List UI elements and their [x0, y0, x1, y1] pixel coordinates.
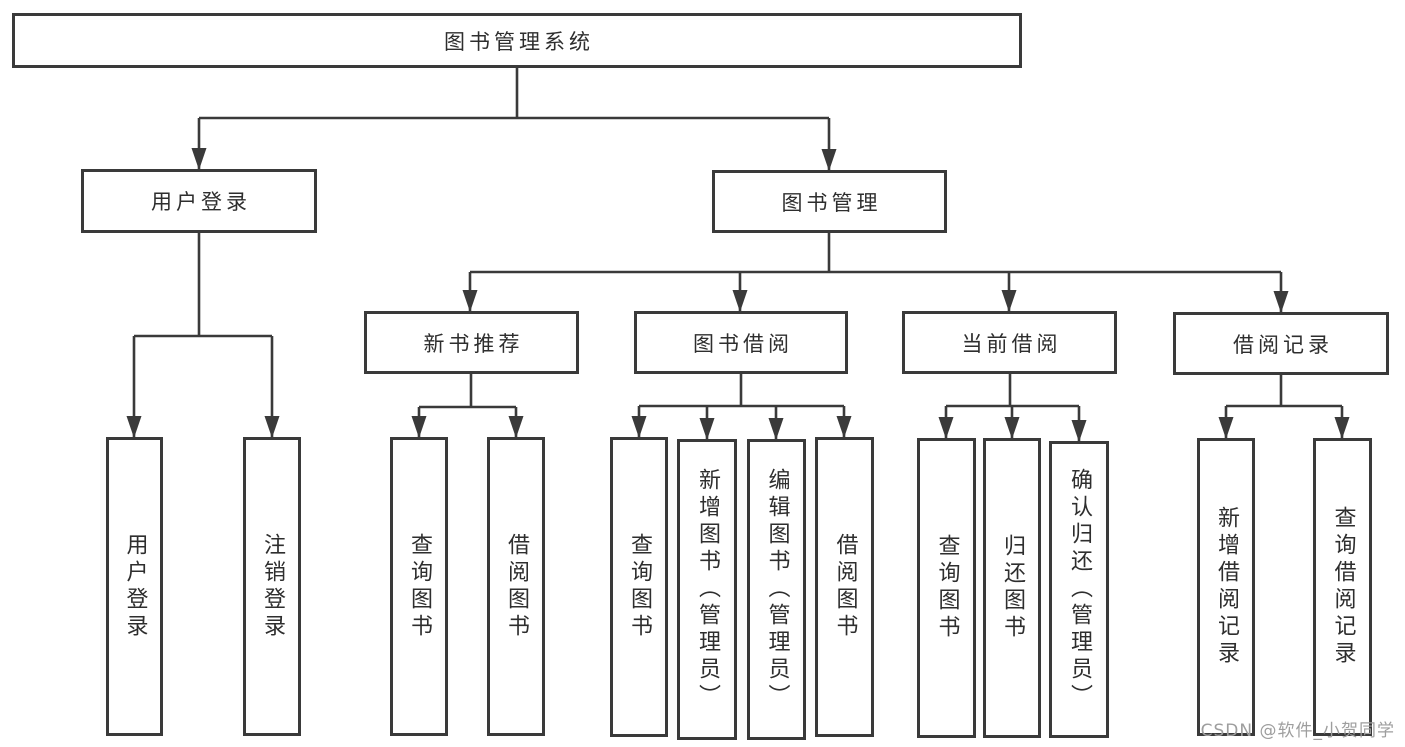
node-label: 新书推荐	[423, 331, 524, 356]
csdn-watermark: CSDN @软件_小贺同学	[1200, 721, 1395, 741]
node-new-book-recommend: 新书推荐	[364, 311, 579, 374]
node-add-book-admin: 新增图书（管理员）	[677, 439, 737, 740]
node-label: 编辑图书（管理员）	[764, 468, 790, 711]
node-book-management: 图书管理	[712, 170, 947, 233]
node-library-management-system: 图书管理系统	[12, 13, 1022, 68]
node-label: 确认归还（管理员）	[1067, 468, 1092, 711]
node-label: 查询图书	[627, 533, 652, 641]
node-query-borrow-record: 查询借阅记录	[1313, 438, 1372, 736]
node-edit-book-admin: 编辑图书（管理员）	[747, 439, 806, 740]
node-query-books: 查询图书	[917, 438, 976, 738]
node-label: 注销登录	[260, 532, 285, 641]
node-query-books: 查询图书	[610, 437, 668, 737]
node-label: 借阅图书	[504, 532, 529, 641]
node-label: 用户登录	[122, 532, 148, 641]
node-book-borrowing: 图书借阅	[634, 311, 848, 374]
node-user-login-action: 用户登录	[106, 437, 163, 736]
node-label: 借阅记录	[1233, 332, 1333, 357]
node-logout: 注销登录	[243, 437, 301, 736]
node-add-borrow-record: 新增借阅记录	[1197, 438, 1255, 736]
node-label: 图书管理系统	[444, 29, 594, 54]
node-current-borrowing: 当前借阅	[902, 311, 1117, 374]
node-label: 查询图书	[407, 532, 432, 641]
node-return-books: 归还图书	[983, 438, 1041, 738]
node-confirm-return-admin: 确认归还（管理员）	[1049, 441, 1109, 738]
node-label: 用户登录	[151, 190, 251, 214]
node-label: 查询图书	[934, 534, 960, 642]
node-label: 归还图书	[1000, 534, 1025, 642]
node-label: 查询借阅记录	[1330, 506, 1356, 668]
node-label: 借阅图书	[832, 533, 858, 641]
node-label: 当前借阅	[961, 331, 1062, 356]
node-borrow-books: 借阅图书	[487, 437, 545, 736]
node-borrow-books: 借阅图书	[815, 437, 874, 737]
node-label: 新增借阅记录	[1214, 506, 1239, 668]
node-label: 图书借阅	[693, 331, 793, 356]
node-label: 图书管理	[781, 190, 882, 215]
node-borrowing-records: 借阅记录	[1173, 312, 1389, 375]
node-query-books: 查询图书	[390, 437, 448, 736]
node-label: 新增图书（管理员）	[695, 468, 720, 711]
node-user-login: 用户登录	[81, 169, 317, 233]
